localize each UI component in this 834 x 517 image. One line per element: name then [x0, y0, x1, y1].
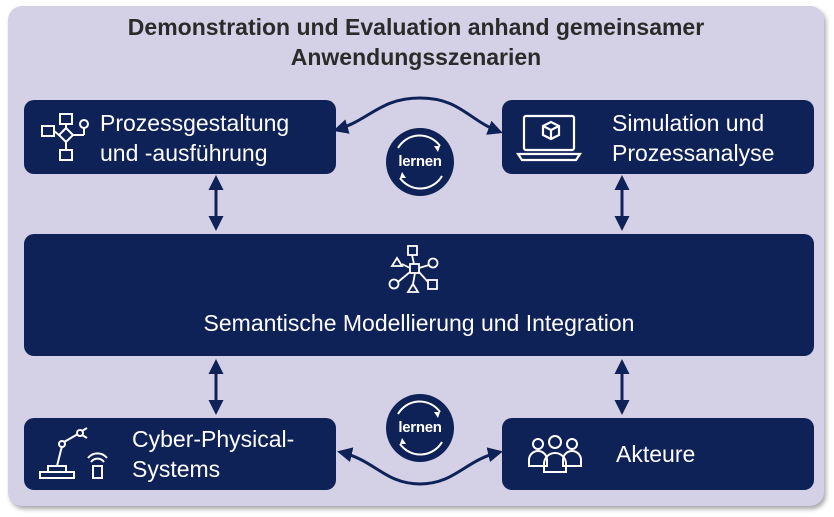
simulation-line-1: Simulation und: [612, 110, 765, 136]
arrow-top-curve: [333, 96, 503, 135]
diagram-title: Demonstration und Evaluation anhand geme…: [8, 12, 824, 72]
process-design-line-2: und -ausführung: [100, 140, 268, 166]
network-shapes-icon: [388, 245, 439, 293]
cps-line-1: Cyber-Physical-: [132, 426, 295, 452]
robot-arm-icon: [39, 427, 108, 479]
lernen-cycle-bottom: [386, 394, 454, 462]
lernen-label-top: lernen: [398, 153, 442, 170]
actors-label: Akteure: [616, 441, 696, 467]
semantic-integration-label: Semantische Modellierung und Integration: [203, 310, 635, 336]
box-process-design: Prozessgestaltung und -ausführung: [24, 100, 336, 174]
lernen-label-bottom: lernen: [398, 419, 442, 436]
flowchart-icon: [41, 113, 89, 161]
lernen-cycle-top: [386, 128, 454, 196]
cycle-arrowhead-bottom-2: [400, 438, 406, 444]
box-actors: Akteure: [502, 418, 814, 490]
cps-line-2: Systems: [132, 456, 221, 482]
cycle-arrow-top-2: [399, 175, 443, 190]
box-cps: Cyber-Physical- Systems: [24, 418, 336, 490]
cycle-arrow-top-1: [397, 134, 441, 149]
cycle-arrow-bottom-1: [397, 400, 441, 415]
cycle-arrowhead-bottom-1: [434, 412, 440, 418]
box-semantic-integration: Semantische Modellierung und Integration: [24, 234, 814, 356]
box-simulation: Simulation und Prozessanalyse: [502, 100, 814, 174]
cycle-arrow-bottom-2: [399, 441, 443, 456]
people-group-icon: [528, 435, 582, 473]
process-design-line-1: Prozessgestaltung: [100, 110, 290, 136]
cycle-arrowhead-top-1: [434, 146, 440, 152]
cycle-arrowhead-top-2: [400, 172, 406, 178]
arrow-bottom-curve: [337, 447, 503, 486]
title-line-2: Anwendungsszenarien: [290, 44, 542, 70]
title-line-1: Demonstration und Evaluation anhand geme…: [127, 14, 705, 40]
laptop-cube-icon: [516, 114, 582, 162]
simulation-line-2: Prozessanalyse: [612, 140, 775, 166]
